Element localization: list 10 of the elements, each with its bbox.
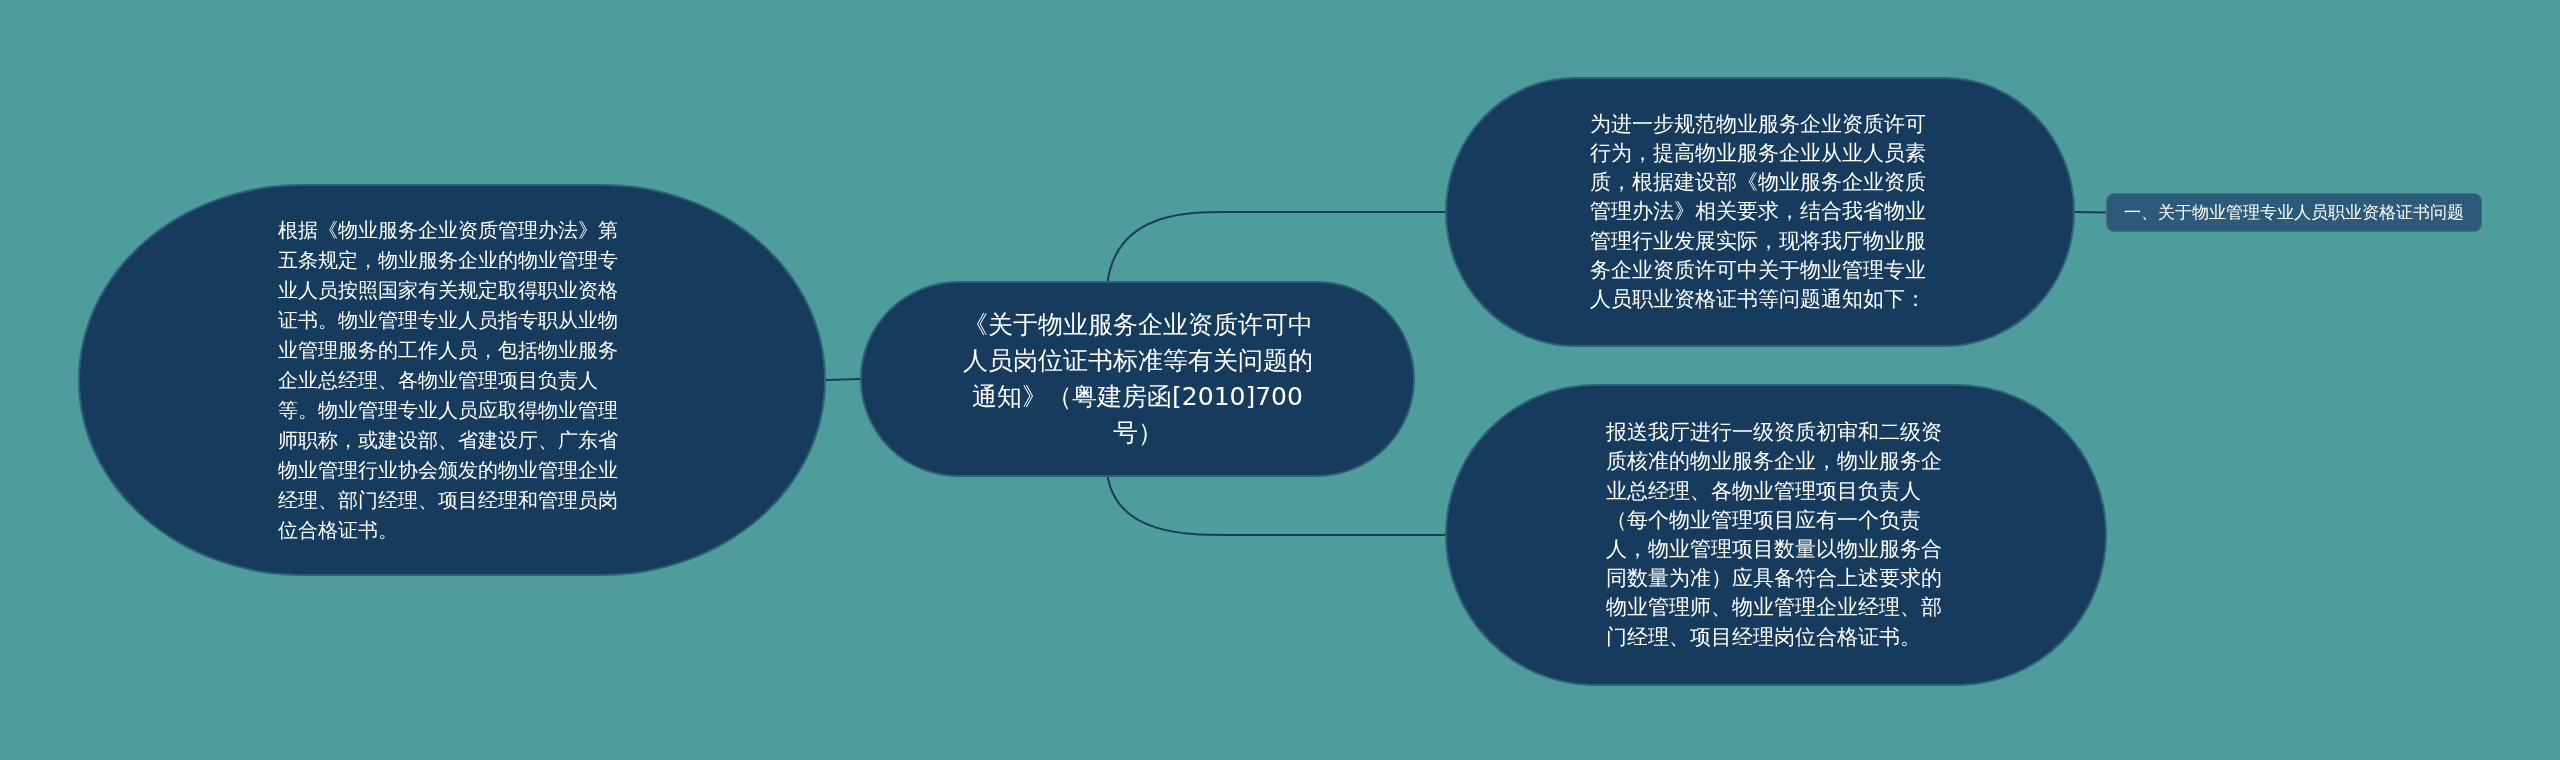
topic-node — [2106, 193, 2482, 232]
node-text: 一、关于物业管理专业人员职业资格证书问题 — [2123, 202, 2465, 223]
node-text: 根据《物业服务企业资质管理办法》第五条规定，物业服务企业的物业管理专业人员按照国家有关规定取得职业资格证书。物业管理专业人员指专职从业物业管理服务的工作人员，包括物业服务企业总经理、各物业管理项目负责人等。物业管理专业人员应取得物业管理师职称，或建设部、省建设厅、广东省物业管理行业协会颁发的物业管理企业经理、部门经理、项目经理和管理员岗位合格证书。 — [278, 217, 619, 544]
connector-line — [2074, 211, 2107, 214]
node-text: 报送我厅进行一级资质初审和二级资质核准的物业服务企业，物业服务企业总经理、各物业管理项目负责人（每个物业管理项目应有一个负责人，物业管理项目数量以物业服务合同数量为准）应具备符合上述要求的物业管理师、物业管理企业经理、部门经理、项目经理岗位合格证书。 — [1606, 419, 1943, 651]
node-text: 为进一步规范物业服务企业资质许可行为，提高物业服务企业从业人员素质，根据建设部《物业服务企业资质管理办法》相关要求，结合我省物业管理行业发展实际，现将我厅物业服务企业资质许可中关于物业管理专业人员职业资格证书等问题通知如下： — [1590, 110, 1927, 313]
connector-line — [1106, 211, 1446, 283]
connector-line — [1106, 475, 1446, 536]
node-text: 《关于物业服务企业资质许可中人员岗位证书标准等有关问题的通知》（粤建房函[2010]700号） — [961, 308, 1314, 450]
connector-line — [825, 378, 861, 381]
